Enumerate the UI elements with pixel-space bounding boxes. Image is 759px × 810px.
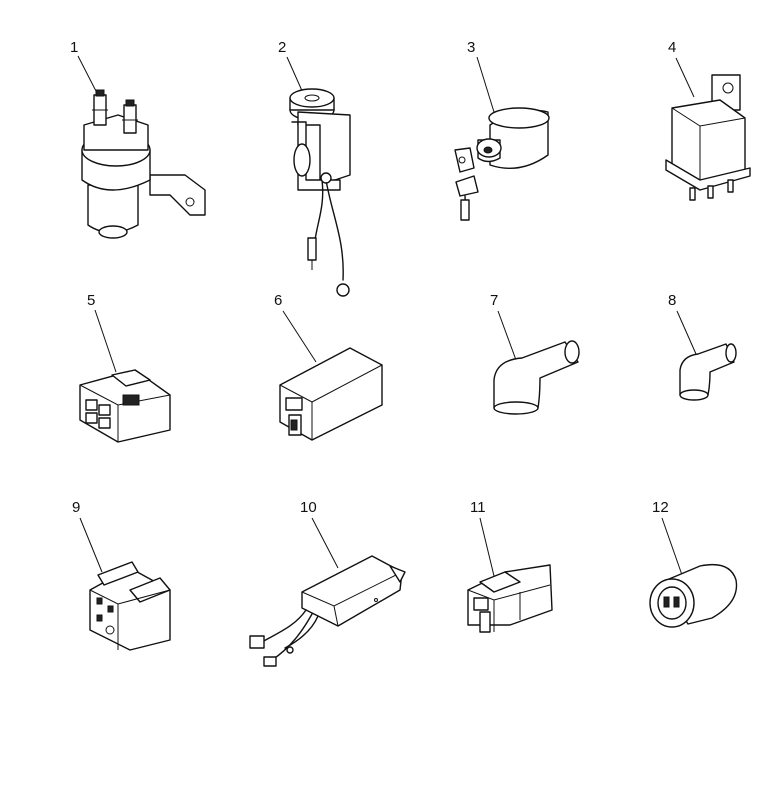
part-2-leader bbox=[286, 56, 304, 94]
part-4-label: 4 bbox=[668, 39, 676, 56]
part-10-controller: 10 bbox=[249, 499, 406, 667]
part-12-round-lamp: 12 bbox=[649, 499, 738, 628]
part-12-label: 12 bbox=[652, 499, 669, 516]
part-10-label: 10 bbox=[300, 499, 317, 516]
part-1-label: 1 bbox=[70, 39, 78, 56]
part-5-leader bbox=[94, 309, 117, 373]
part-6-leader bbox=[282, 310, 317, 363]
part-3-label: 3 bbox=[467, 39, 475, 56]
part-9-relay-socket: 9 bbox=[72, 499, 171, 651]
part-9-leader bbox=[79, 517, 103, 573]
part-10-leader bbox=[311, 517, 339, 569]
part-11-leader bbox=[479, 517, 495, 577]
part-6-label: 6 bbox=[274, 292, 282, 309]
part-8-leader bbox=[676, 310, 697, 355]
part-1-leader bbox=[77, 55, 99, 96]
part-2-switch: 2 bbox=[278, 39, 351, 297]
part-5-label: 5 bbox=[87, 292, 95, 309]
part-5-connector-4pin: 5 bbox=[79, 292, 171, 443]
part-7-label: 7 bbox=[490, 292, 498, 309]
part-4-leader bbox=[675, 57, 695, 98]
part-11-connector-mated: 11 bbox=[467, 499, 553, 633]
part-6-connector-2pin: 6 bbox=[274, 292, 383, 441]
part-8-label: 8 bbox=[668, 292, 676, 309]
part-1-solenoid: 1 bbox=[70, 39, 206, 239]
part-9-label: 9 bbox=[72, 499, 80, 516]
part-7-boot-cap: 7 bbox=[490, 292, 580, 415]
part-11-label: 11 bbox=[470, 499, 486, 516]
part-2-label: 2 bbox=[278, 39, 286, 56]
part-12-leader bbox=[661, 517, 683, 576]
part-7-leader bbox=[497, 310, 517, 361]
part-3-key-switch: 3 bbox=[454, 39, 550, 221]
part-4-relay: 4 bbox=[665, 39, 751, 201]
part-8-elbow-boot: 8 bbox=[668, 292, 737, 401]
part-3-leader bbox=[476, 56, 495, 113]
